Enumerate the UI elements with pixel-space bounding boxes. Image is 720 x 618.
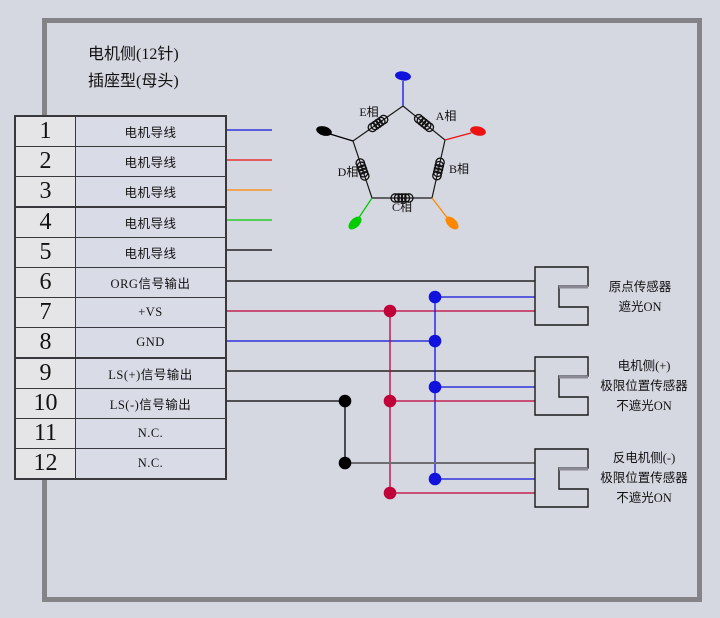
pin-label: LS(-)信号输出 [76,388,225,418]
phase-coil-c [390,193,414,203]
phase-coil-d [355,158,370,181]
sensor2-label-line1: 电机侧(+) [617,359,671,373]
junction-dot [383,394,397,408]
phase-label-a: A相 [435,109,457,123]
sensor2-label-line2: 极限位置传感器 [600,379,688,393]
page-title: 电机侧(12针) 插座型(母头) [88,41,179,95]
terminal-blob-blue [395,71,411,81]
pin-number: 8 [16,328,76,358]
phase-coil-e [367,114,389,133]
pin-number: 1 [16,117,76,146]
pin-number: 4 [16,207,76,237]
pin-number: 6 [16,267,76,297]
phase-label-e: E相 [359,105,379,119]
motor-lead-green [357,197,373,220]
phase-label-d: D相 [337,165,359,179]
sensor-bodies [534,266,589,508]
sensor3-label-line3: 不遮光ON [616,491,672,505]
pin-number: 5 [16,237,76,267]
pin-label: GND [76,328,225,358]
sensor3-label: 反电机侧(-) 极限位置传感器 不遮光ON [564,448,720,508]
junction-dot [383,486,397,500]
motor-lead-red [444,132,472,141]
title-line1: 电机侧(12针) [88,46,179,63]
phase-coil-b [432,157,445,181]
terminal-blob-red [470,126,486,136]
junction-dot [383,304,397,318]
sensor1-label-line1: 原点传感器 [608,280,672,294]
pin-stub-wires [227,129,272,251]
motor-lead-black [329,133,354,142]
junction-dot [338,394,352,408]
sensor3-label-line1: 反电机侧(-) [612,451,676,465]
pin-number: 7 [16,298,76,328]
junction-dot [428,380,442,394]
pin-number: 2 [16,147,76,177]
title-line2: 插座型(母头) [88,73,179,90]
sensor1-label-line2: 遮光ON [618,300,662,314]
sensor3-label-line2: 极限位置传感器 [600,471,688,485]
pin-label: ORG信号输出 [76,267,225,297]
sensor2-body [534,356,589,416]
pin-label: 电机导线 [76,147,225,177]
pin-number: 9 [16,358,76,388]
signal-wires [227,280,535,500]
pin-label: 电机导线 [76,117,225,146]
pin-label: N.C. [76,449,225,479]
junction-dot [428,290,442,304]
junction-dot [428,334,442,348]
pin-label: 电机导线 [76,177,225,207]
sensor1-body [534,266,589,326]
pin-label: 电机导线 [76,207,225,237]
pin-number: 12 [16,449,76,479]
terminal-blob-black [316,126,332,136]
motor-winding-pentagon [316,71,486,230]
pin-label: LS(+)信号输出 [76,358,225,388]
sensor3-body [534,448,589,508]
table-row: 7+VS [16,298,225,328]
pin-label: 电机导线 [76,237,225,267]
terminal-blob-green [348,216,362,230]
sensor2-label-line3: 不遮光ON [616,399,672,413]
phase-coil-a [413,113,435,133]
pin-number: 3 [16,177,76,207]
junction-dot [428,472,442,486]
terminal-blob-orange [445,216,459,230]
motor-lead-orange [431,197,450,221]
pin-label: N.C. [76,418,225,448]
pin-number: 11 [16,418,76,448]
phase-label-b: B相 [448,162,469,176]
junction-dot [338,456,352,470]
phase-label-c: C相 [391,200,412,214]
sensor1-label: 原点传感器 遮光ON [560,277,720,317]
sensor2-label: 电机侧(+) 极限位置传感器 不遮光ON [564,356,720,416]
pin-number: 10 [16,388,76,418]
pin-label: +VS [76,298,225,328]
